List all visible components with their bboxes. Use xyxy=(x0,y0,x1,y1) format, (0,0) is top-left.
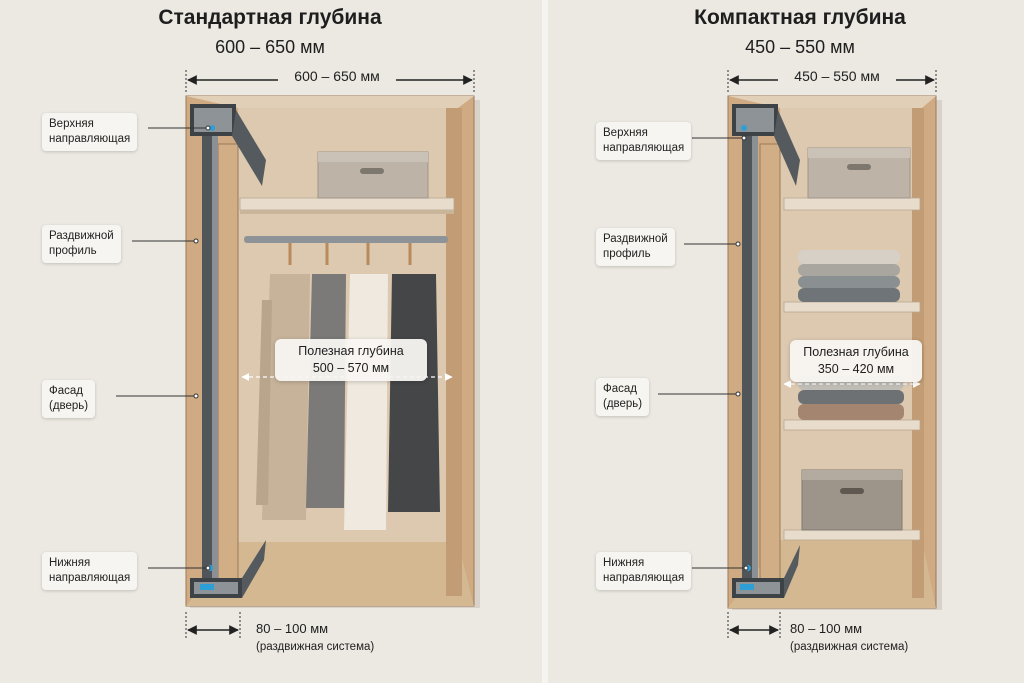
compact-bottom-rail-callout: Нижняя направляющая xyxy=(596,552,692,590)
standard-sliding-system-note: 80 – 100 мм (раздвижная система) xyxy=(256,620,374,656)
usable-depth-title: Полезная глубина xyxy=(803,345,909,359)
sliding-system-width: 80 – 100 мм xyxy=(790,621,863,636)
compact-subtitle: 450 – 550 мм xyxy=(745,37,855,57)
clothes-rail xyxy=(256,243,440,530)
compact-usable-depth-label: Полезная глубина 350 – 420 мм xyxy=(790,340,922,382)
standard-title: Стандартная глубина xyxy=(158,6,382,29)
standard-bottom-rail-callout: Нижняя направляющая xyxy=(42,552,138,590)
compact-title: Компактная глубина xyxy=(694,6,906,29)
callout-line: направляющая xyxy=(603,572,685,584)
compact-sliding-system-note: 80 – 100 мм (раздвижная система) xyxy=(790,620,908,656)
usable-depth-value: 350 – 420 мм xyxy=(817,362,895,376)
callout-line: Верхняя xyxy=(603,127,648,139)
standard-facade-callout: Фасад (дверь) xyxy=(42,380,96,418)
compact-sliding-profile-callout: Раздвижной профиль xyxy=(596,228,675,266)
standard-wardrobe xyxy=(116,70,480,640)
callout-line: направляющая xyxy=(603,142,685,154)
callout-line: профиль xyxy=(49,245,97,257)
callout-line: направляющая xyxy=(49,133,131,145)
sliding-system-caption: (раздвижная система) xyxy=(256,641,375,653)
standard-total-depth-label: 600 – 650 мм xyxy=(278,68,396,84)
standard-usable-depth-label: Полезная глубина 500 – 570 мм xyxy=(275,339,427,381)
callout-line: (дверь) xyxy=(603,398,643,410)
standard-subtitle: 600 – 650 мм xyxy=(215,37,325,57)
standard-top-rail-callout: Верхняя направляющая xyxy=(42,113,138,151)
standard-sliding-profile-callout: Раздвижной профиль xyxy=(42,225,121,263)
callout-line: Нижняя xyxy=(603,557,645,569)
compact-top-rail-callout: Верхняя направляющая xyxy=(596,122,692,160)
usable-depth-value: 500 – 570 мм xyxy=(312,361,390,375)
callout-line: Фасад xyxy=(603,383,637,395)
callout-line: направляющая xyxy=(49,572,131,584)
callout-line: Верхняя xyxy=(49,118,94,130)
panel-divider xyxy=(542,0,548,683)
compact-total-depth-label: 450 – 550 мм xyxy=(778,68,896,84)
callout-line: Раздвижной xyxy=(603,233,668,245)
callout-line: профиль xyxy=(603,248,651,260)
sliding-system-caption: (раздвижная система) xyxy=(790,641,909,653)
usable-depth-title: Полезная глубина xyxy=(298,344,404,358)
sliding-system-width: 80 – 100 мм xyxy=(256,621,329,636)
callout-line: Фасад xyxy=(49,385,83,397)
callout-line: Раздвижной xyxy=(49,230,114,242)
compact-facade-callout: Фасад (дверь) xyxy=(596,378,650,416)
callout-line: Нижняя xyxy=(49,557,91,569)
callout-line: (дверь) xyxy=(49,400,89,412)
